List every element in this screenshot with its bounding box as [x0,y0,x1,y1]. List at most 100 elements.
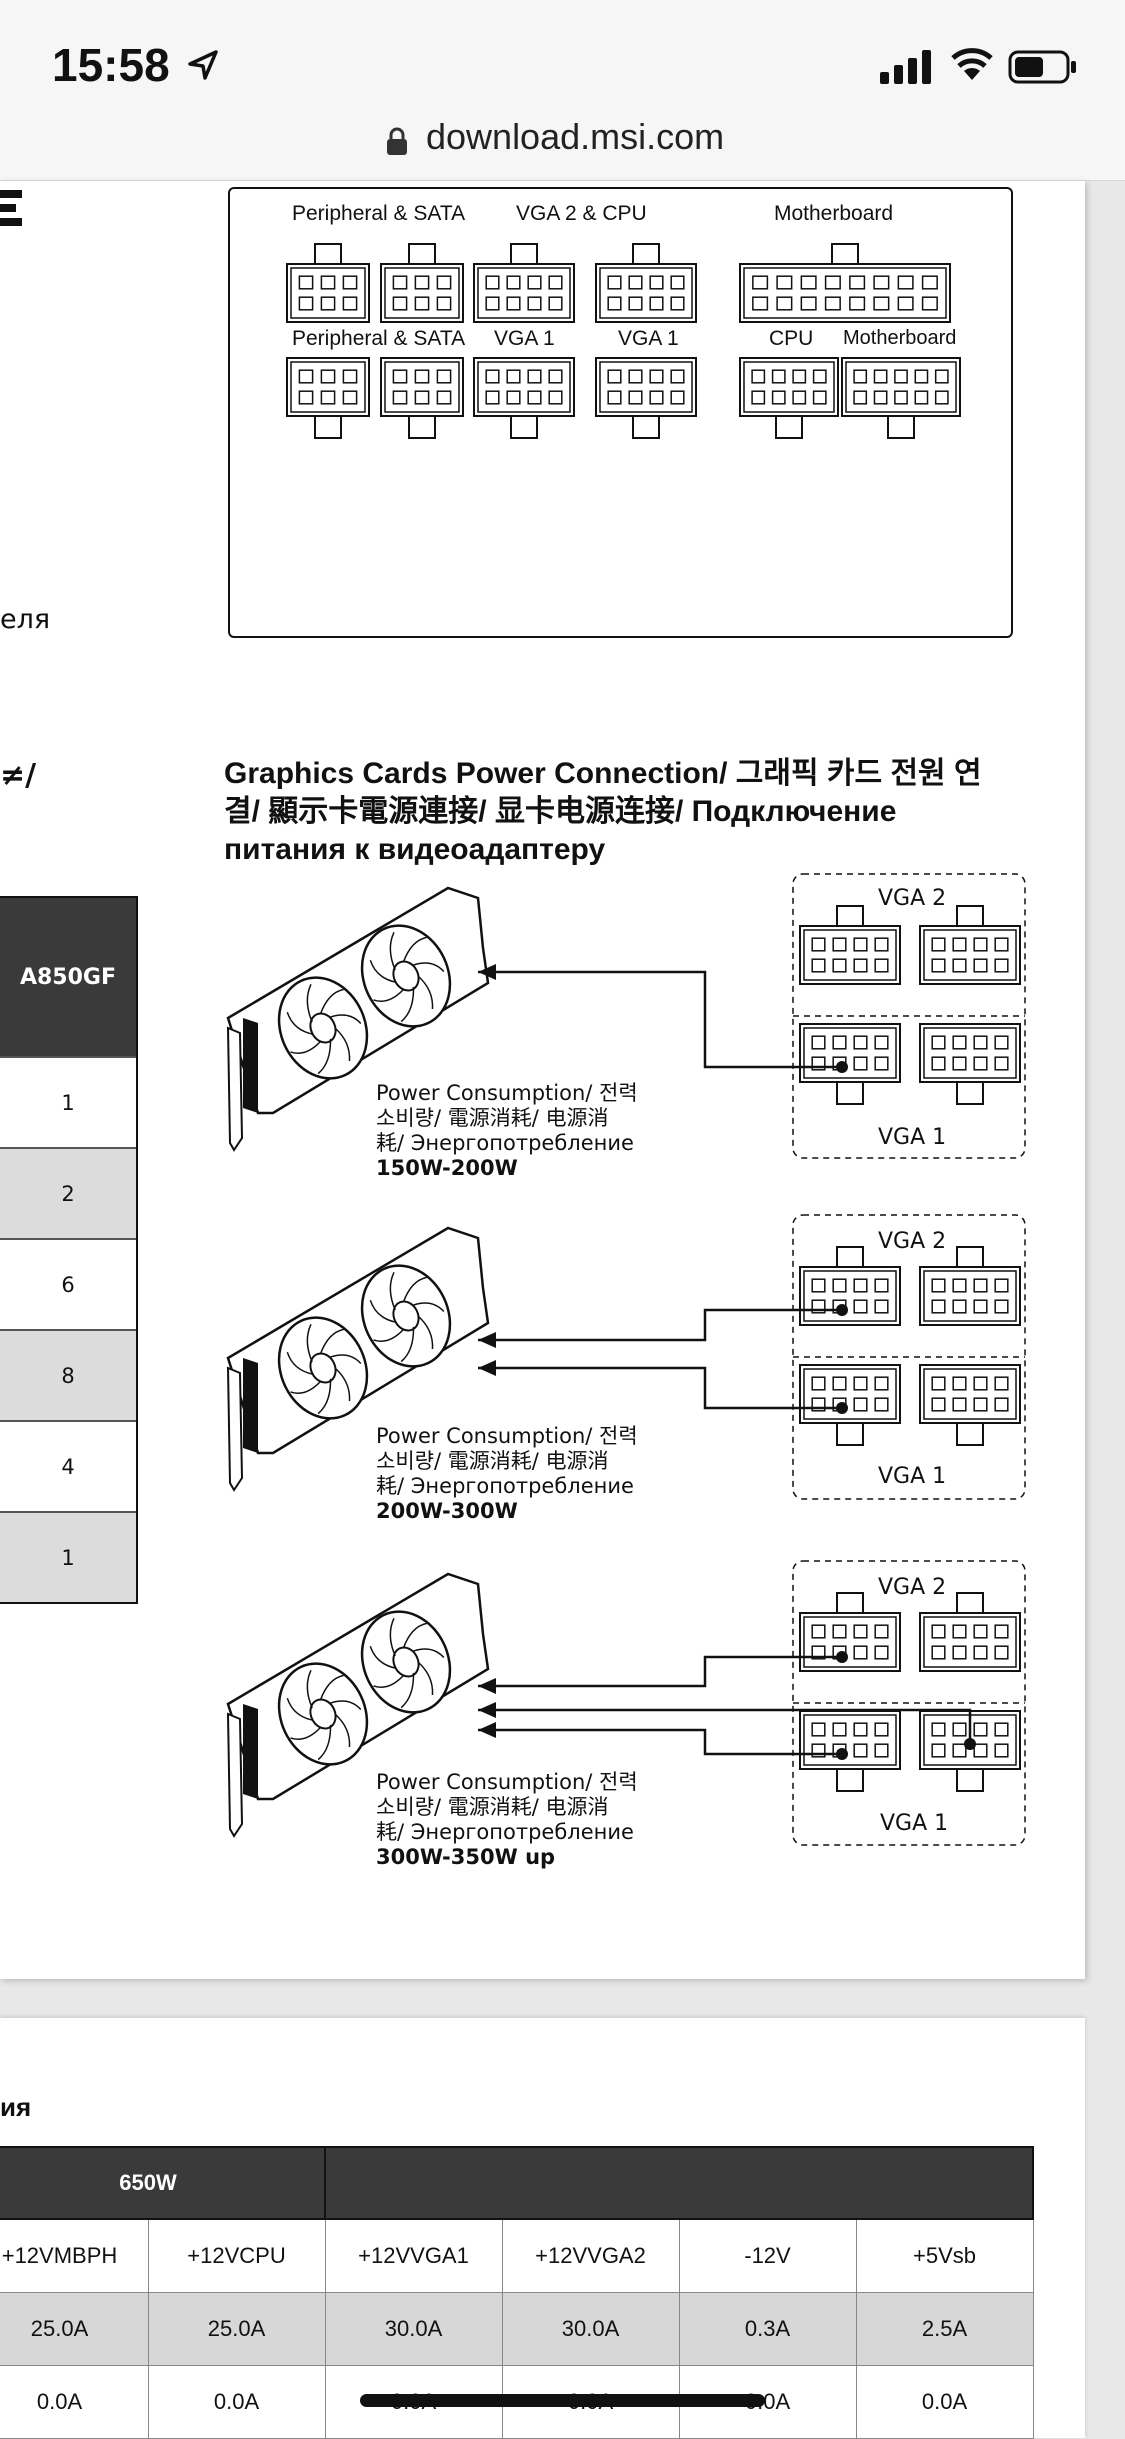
connector-pin [670,390,685,405]
connector-pin [792,390,807,405]
fan-blade [400,986,415,1023]
connector-pin [931,1397,946,1412]
wattage-range: 300W-350W up [376,1845,556,1869]
connector-pin [485,296,500,311]
connector-pin [934,369,949,384]
io-bracket [226,1366,244,1492]
fan-blade [413,1648,445,1659]
connector-pin [485,390,500,405]
connector-inner [803,929,897,981]
table-cell: 2 [0,1147,136,1238]
section-heading: Graphics Cards Power Connection/ 그래픽 카드 … [224,757,982,866]
power-cable [478,1308,842,1342]
connector-pin [298,390,314,405]
logo-fragment [0,190,22,226]
fan-blade [290,1381,321,1394]
psu-connector-panel [228,187,1013,638]
connector-latch [836,1768,864,1792]
connector-pin [931,1376,946,1391]
graphics-card-side [243,1358,258,1453]
connector-pin [853,1743,868,1758]
fan-blade [369,1645,396,1669]
wattage-range: 200W-300W [376,1499,518,1523]
consumption-line: 소비량/ 電源消耗/ 电源消 [376,1106,609,1130]
table-header: A850GF [0,898,136,1056]
connector-pin [811,1299,826,1314]
group-header: 650W [0,2146,326,2220]
connector-latch [887,415,915,439]
connector-latch [956,1081,984,1105]
fan-blade [319,1328,344,1355]
connector-pin [607,390,622,405]
label-vga1: VGA 1 [494,327,555,350]
connector-pin [994,1743,1009,1758]
connector-pin [874,937,889,952]
connection-dot [836,1748,848,1760]
fan-blade [334,1367,351,1402]
consumption-line: 耗/ Энергопотребление [376,1474,634,1498]
connector-pin [320,275,336,290]
connector-body [799,925,901,985]
fan-blade [417,975,434,1010]
connector-pin [914,390,929,405]
connector-body [595,263,697,323]
consumption-line: Power Consumption/ 전력 [376,1770,638,1794]
arrow-head [478,1360,496,1376]
connector-pin [548,390,563,405]
connector-pin [853,1035,868,1050]
connector-pin [931,1299,946,1314]
connector-pin [414,296,430,311]
connector-pin [931,1056,946,1071]
connector-pin [506,296,521,311]
label-motherboard: Motherboard [843,327,957,349]
wifi-icon [951,48,993,80]
connector-body [919,1023,1021,1083]
connector-inner [923,1027,1017,1079]
connector-latch [831,243,859,265]
power-cable [478,1655,842,1688]
connector-pin [931,1278,946,1293]
fan-blade [402,1276,427,1303]
connector-pin [873,296,890,311]
fan-blade [330,1354,362,1365]
connector-pin [853,1376,868,1391]
connector-latch [314,243,342,265]
connector-body [380,263,464,323]
browser-url-bar[interactable] [0,110,1125,181]
connector-pin [874,1376,889,1391]
connector-pin [670,275,685,290]
vga1-label: VGA 1 [878,1125,947,1150]
home-indicator[interactable] [360,2394,765,2407]
power-cable [478,1728,842,1756]
connector-pin [812,390,827,405]
connector-pin [607,296,622,311]
connector-pin [952,1056,967,1071]
connector-pin [506,275,521,290]
connector-pin [649,296,664,311]
fan-blade [369,959,396,983]
connector-pin [771,390,786,405]
fan-blade [317,1724,332,1761]
connector-latch [836,1246,864,1268]
table-cell: 6 [0,1238,136,1329]
connector-pin [824,275,841,290]
fan-blade [373,989,404,1002]
connection-dot [836,1651,848,1663]
connector-pin [832,1035,847,1050]
column-header: -12V [678,2218,857,2293]
vga2-label: VGA 2 [878,1229,947,1254]
fan-blade [389,1272,396,1311]
url-text[interactable]: download.msi.com [426,116,725,157]
spec-section-title: ия [0,2092,32,2122]
connector-inner [803,1270,897,1322]
connector-body [286,263,370,323]
arrow-head [478,964,496,980]
connector-pin [931,937,946,952]
connector-pin [792,369,807,384]
connector-body [799,1612,901,1672]
connector-pin [811,1397,826,1412]
connector-pin [994,958,1009,973]
column-header: +5Vsb [855,2218,1034,2293]
connector-pin [973,1035,988,1050]
connector-pin [811,1743,826,1758]
